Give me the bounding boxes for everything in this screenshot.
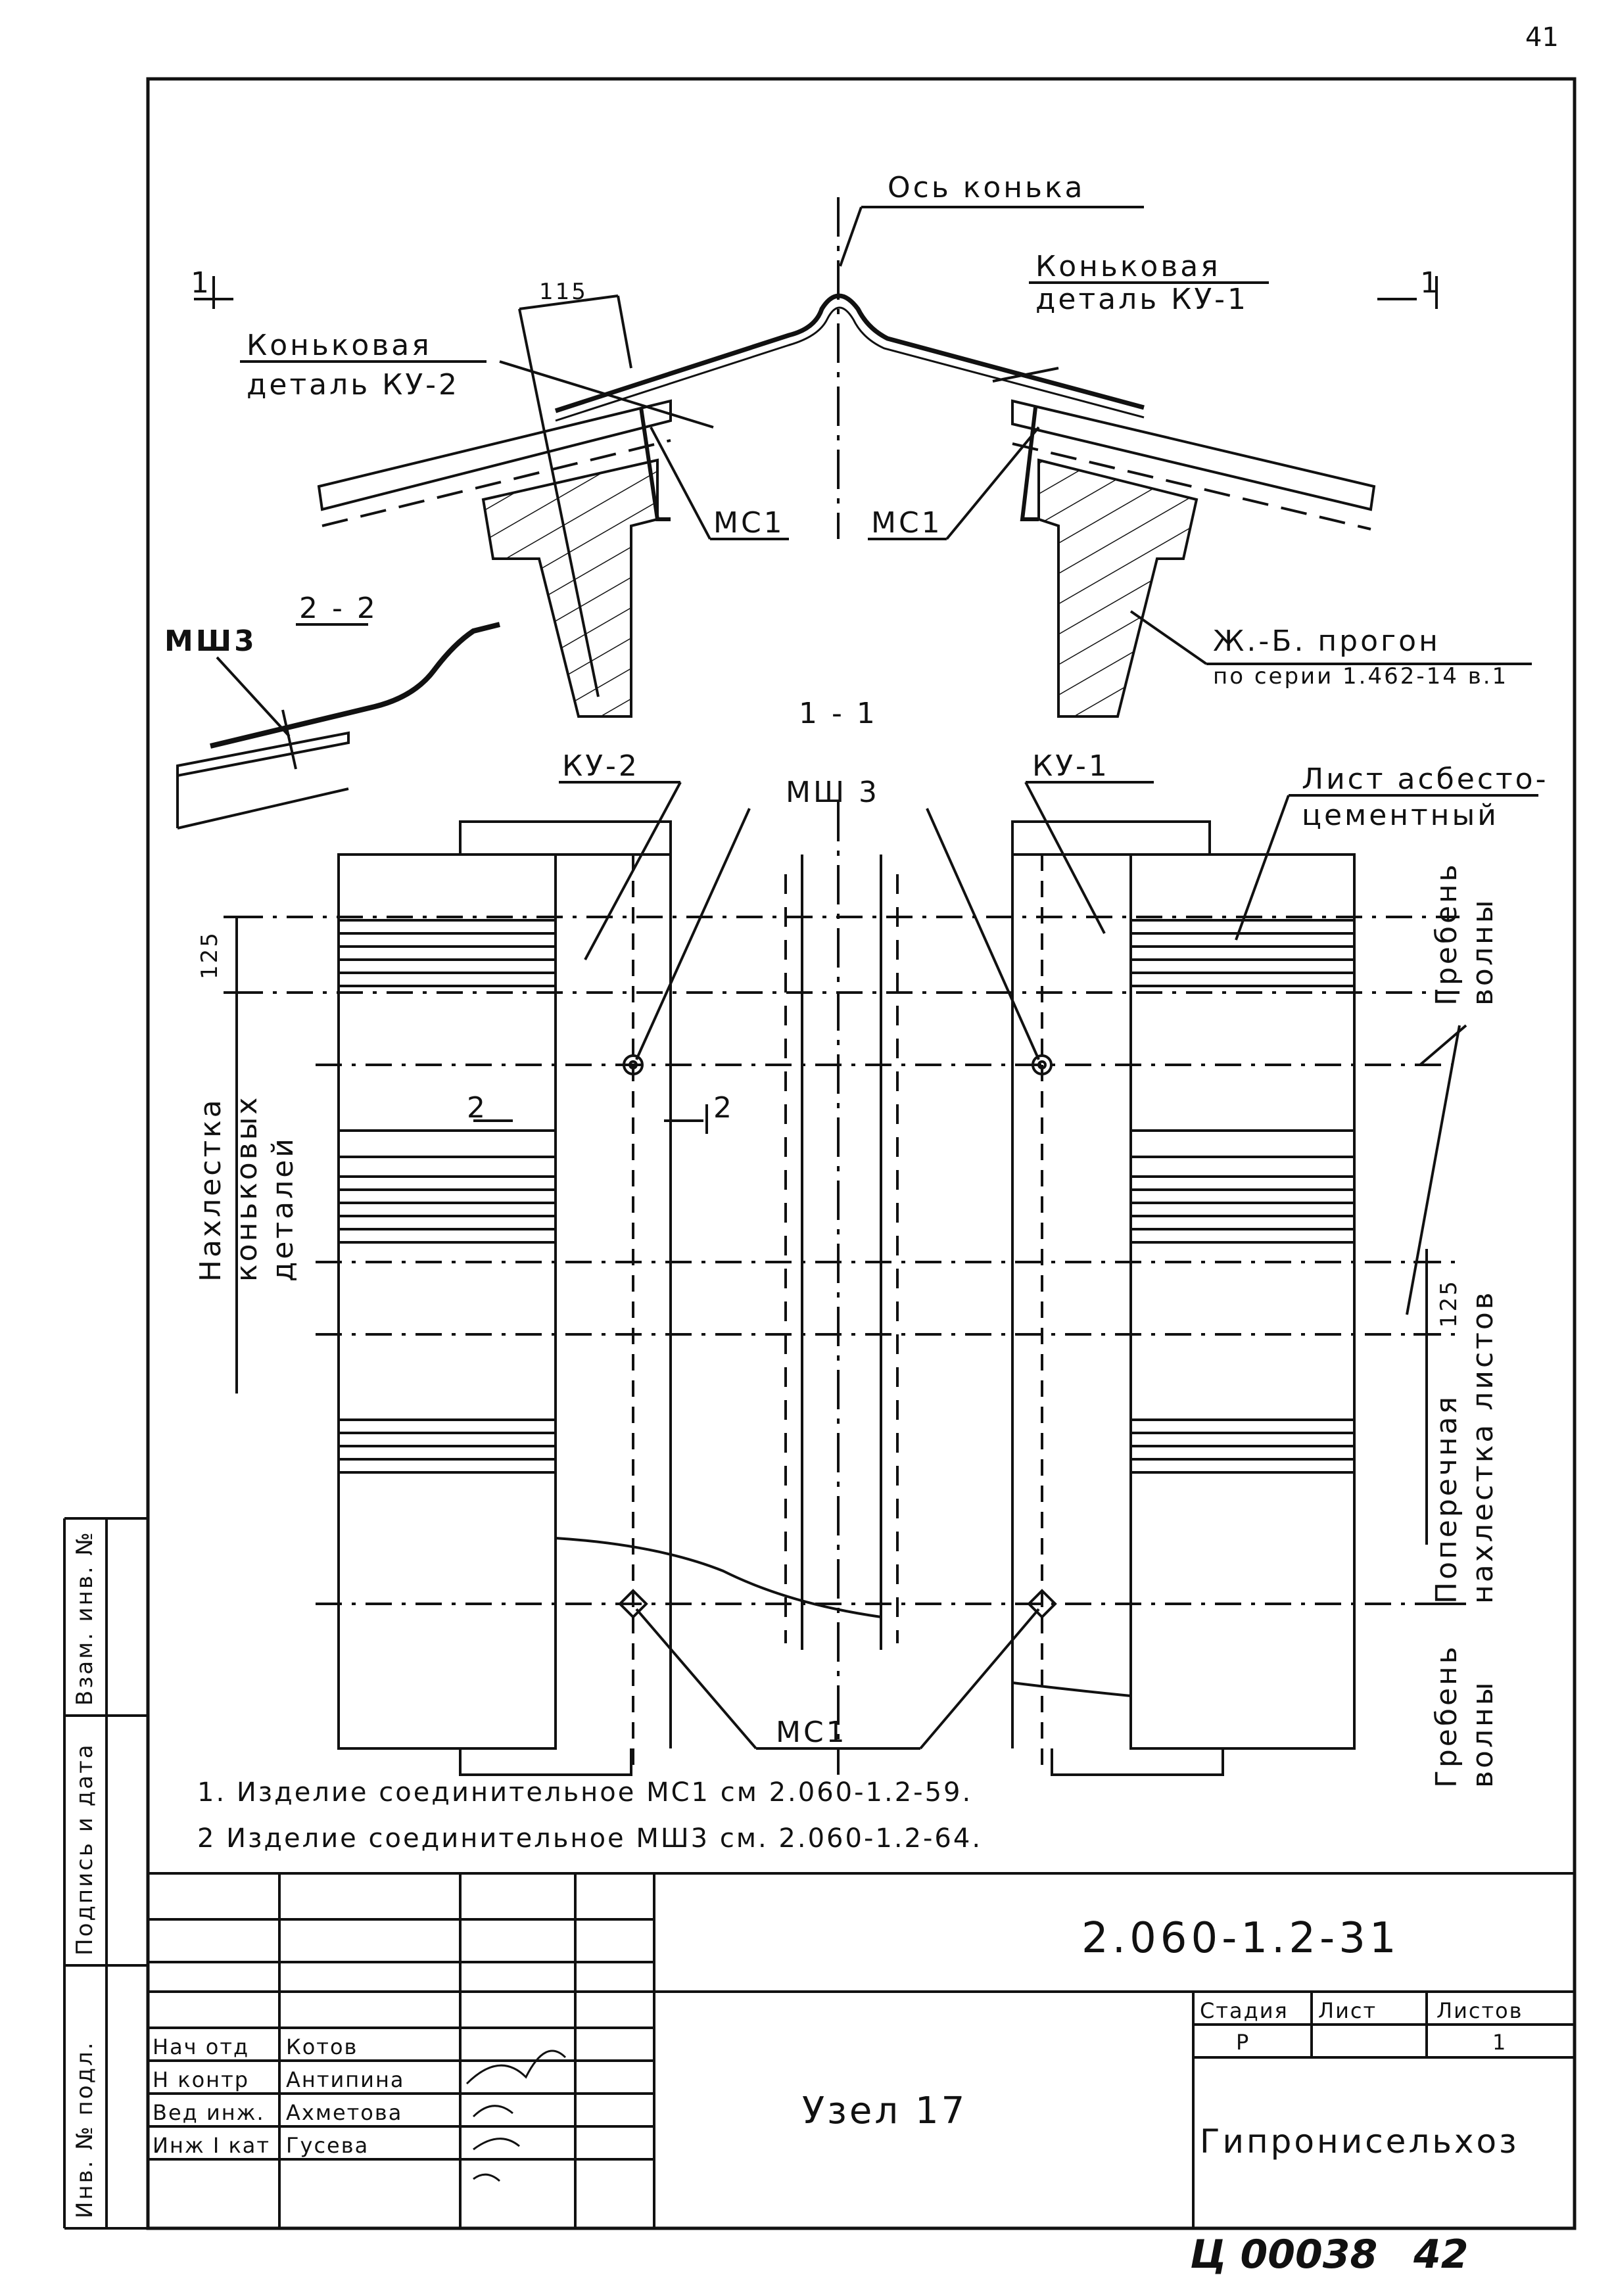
section-1-1-title: 1 - 1 <box>799 697 878 730</box>
ridge-detail-ku1-line2: деталь КУ-1 <box>1035 283 1248 316</box>
msh3-small-label: МШ3 <box>164 624 257 658</box>
sheet-ac-line2: цементный <box>1302 799 1499 832</box>
title-node: Узел 17 <box>802 2090 967 2132</box>
cross-overlap-line1: Поперечная <box>1430 1394 1463 1604</box>
page-number-bottom: 42 <box>1413 2232 1469 2278</box>
note-1: 1. Изделие соединительное МС1 см 2.060-1… <box>197 1777 972 1808</box>
name-3: Гусева <box>286 2133 369 2158</box>
overlap-ridge-line2: коньковых <box>230 1095 264 1282</box>
sheet-ac-line1: Лист асбесто- <box>1302 762 1548 796</box>
ku1-label: КУ-1 <box>1032 749 1110 783</box>
section-mark-left: 1 <box>191 266 212 300</box>
dimension-115: 115 <box>539 279 588 305</box>
organization: Гипронисельхоз <box>1200 2122 1519 2161</box>
doc-number: 2.060-1.2-31 <box>1081 1914 1400 1963</box>
section-2-2-title: 2 - 2 <box>299 592 378 625</box>
msh3-label: МШ 3 <box>786 776 880 809</box>
stage-value: Р <box>1236 2030 1250 2055</box>
dim-125-right: 125 <box>1436 1279 1462 1328</box>
sheets-header: Листов <box>1436 1998 1523 2023</box>
role-2: Вед инж. <box>153 2100 265 2125</box>
purlin-label-line1: Ж.-Б. прогон <box>1213 624 1440 658</box>
cut-2-right: 2 <box>713 1091 734 1125</box>
section-2-2-drawing <box>176 622 500 830</box>
note-2: 2 Изделие соединительное МШ3 см. 2.060-1… <box>197 1823 982 1854</box>
wave-crest-bottom-line1: Гребень <box>1430 1644 1463 1788</box>
wave-crest-top-line1: Гребень <box>1430 862 1463 1006</box>
ridge-section-drawing <box>194 197 1532 718</box>
ridge-axis-label: Ось конька <box>888 171 1085 204</box>
purlin-label-line2: по серии 1.462-14 в.1 <box>1213 663 1508 690</box>
ridge-detail-ku2-line2: деталь КУ-2 <box>247 368 460 402</box>
role-3: Инж I кат <box>153 2133 270 2158</box>
stamp-replace-inv: Взам. инв. № <box>72 1530 98 1706</box>
plan-view-drawing <box>224 781 1538 1776</box>
mc1-bottom-label: МС1 <box>776 1716 847 1749</box>
stage-header: Стадия <box>1200 1998 1289 2023</box>
name-2: Ахметова <box>286 2100 402 2125</box>
ku2-label: КУ-2 <box>562 749 640 783</box>
cross-overlap-line2: нахлестка листов <box>1466 1290 1500 1604</box>
mc1-right-label: МС1 <box>871 506 943 540</box>
dim-125-left: 125 <box>197 931 223 979</box>
wave-crest-top-line2: волны <box>1466 898 1500 1006</box>
name-1: Антипина <box>286 2067 405 2092</box>
sheet-code-bottom: Ц 00038 <box>1190 2232 1377 2278</box>
wave-crest-bottom-line2: волны <box>1466 1680 1500 1788</box>
overlap-ridge-line1: Нахлестка <box>194 1097 227 1282</box>
ridge-detail-ku1-line1: Коньковая <box>1035 250 1221 283</box>
title-block <box>148 1872 1575 2228</box>
cut-2-left: 2 <box>467 1091 488 1125</box>
stamp-signature-date: Подпись и дата <box>72 1743 98 1956</box>
overlap-ridge-line3: деталей <box>266 1136 300 1282</box>
drawing-frame <box>146 77 1577 2230</box>
sheet-header: Лист <box>1318 1998 1377 2023</box>
sheets-value: 1 <box>1492 2030 1507 2055</box>
role-1: Н контр <box>153 2067 249 2092</box>
mc1-left-label: МС1 <box>713 506 785 540</box>
ridge-detail-ku2-line1: Коньковая <box>247 329 432 362</box>
page-number-top: 41 <box>1525 22 1559 53</box>
role-0: Нач отд <box>153 2034 249 2059</box>
stamp-inv-original: Инв. № подл. <box>72 2040 98 2218</box>
side-stamp <box>63 1517 148 2230</box>
section-mark-right: 1 <box>1420 266 1441 300</box>
name-0: Котов <box>286 2034 358 2059</box>
